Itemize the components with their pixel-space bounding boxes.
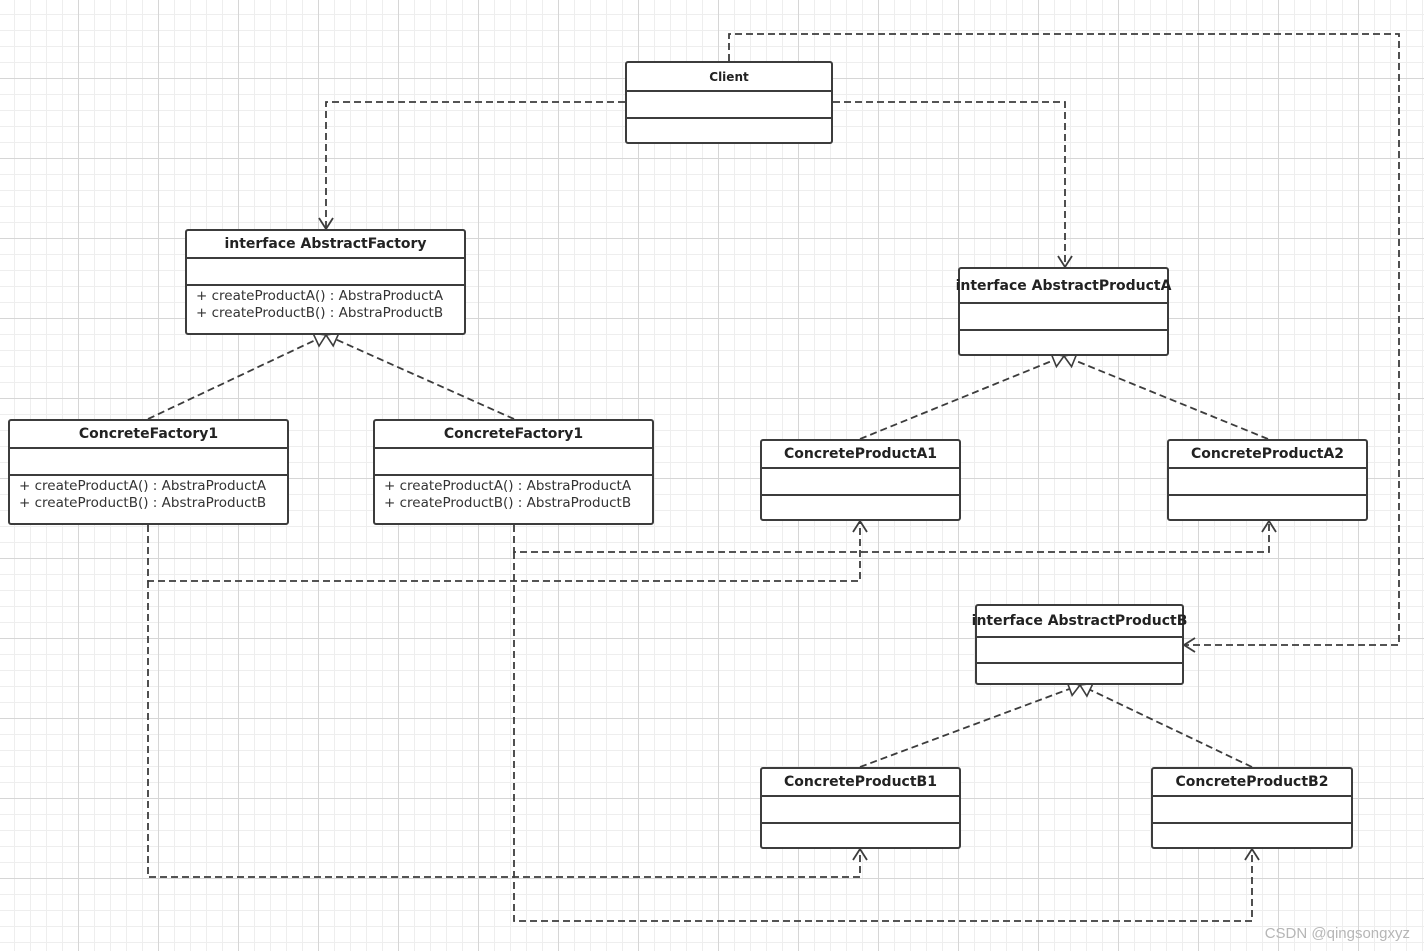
dependency-line: [147, 521, 861, 582]
dependency-line: [728, 33, 1400, 646]
class-fields: [762, 469, 959, 496]
dependency-line: [513, 552, 1253, 922]
class-abstract-product-b[interactable]: interface AbstractProductB: [972, 604, 1187, 685]
method-row: + createProductB() : AbstraProductB: [19, 495, 267, 511]
class-name: interface AbstractProductA: [956, 269, 1171, 304]
realization-line: [1088, 688, 1253, 768]
class-client[interactable]: Client: [625, 61, 833, 144]
class-methods: [960, 331, 1167, 354]
class-name: Client: [627, 63, 831, 92]
class-methods: + createProductA() : AbstraProductA+ cre…: [10, 476, 287, 523]
realization-line: [334, 338, 515, 420]
class-name: interface AbstractProductB: [972, 606, 1187, 638]
class-fields: [10, 449, 287, 476]
class-concrete-product-a2[interactable]: ConcreteProductA2: [1167, 439, 1368, 521]
realization-relation: [324, 332, 515, 420]
method-row: + createProductB() : AbstraProductB: [384, 495, 632, 511]
class-fields: [1169, 469, 1366, 496]
watermark: CSDN @qingsongxyz: [1264, 925, 1410, 942]
dependency-line: [513, 521, 1270, 553]
realization-line: [1072, 358, 1269, 440]
dependency-relation: [318, 101, 625, 231]
class-methods: + createProductA() : AbstraProductA+ cre…: [375, 476, 652, 523]
dependency-arrowhead: [1244, 847, 1260, 861]
class-fields: [762, 797, 959, 824]
class-fields: [960, 304, 1167, 331]
realization-relation: [859, 681, 1082, 768]
realization-line: [147, 338, 318, 420]
method-row: + createProductA() : AbstraProductA: [19, 478, 267, 494]
class-fields: [375, 449, 652, 476]
realization-relation: [1078, 682, 1253, 768]
class-name: interface AbstractFactory: [187, 231, 464, 259]
class-concrete-product-a1[interactable]: ConcreteProductA1: [760, 439, 961, 521]
realization-arrowhead: [324, 332, 341, 348]
class-name: ConcreteProductB2: [1153, 769, 1351, 797]
dependency-arrowhead: [852, 519, 868, 533]
realization-relation: [859, 352, 1066, 440]
dependency-relation: [728, 33, 1400, 653]
class-fields: [977, 638, 1182, 664]
realization-relation: [1062, 352, 1269, 440]
class-fields: [1153, 797, 1351, 824]
class-concrete-factory-right[interactable]: ConcreteFactory1 + createProductA() : Ab…: [373, 419, 654, 525]
realization-line: [859, 687, 1071, 768]
realization-relation: [147, 332, 328, 420]
class-fields: [627, 92, 831, 119]
class-methods: [1153, 824, 1351, 847]
class-name: ConcreteProductB1: [762, 769, 959, 797]
class-abstract-product-a[interactable]: interface AbstractProductA: [956, 267, 1171, 356]
realization-arrowhead: [311, 332, 328, 348]
class-methods: [627, 119, 831, 142]
dependency-arrowhead: [1182, 637, 1196, 653]
class-name: ConcreteFactory1: [10, 421, 287, 449]
class-methods: [762, 824, 959, 847]
class-concrete-product-b1[interactable]: ConcreteProductB1: [760, 767, 961, 849]
class-methods: + createProductA() : AbstraProductA+ cre…: [187, 286, 464, 333]
dependency-relation: [833, 101, 1073, 269]
dependency-relation: [513, 552, 1260, 922]
class-name: ConcreteProductA2: [1169, 441, 1366, 469]
dependency-line: [833, 101, 1066, 267]
dependency-arrowhead: [852, 847, 868, 861]
method-row: + createProductA() : AbstraProductA: [196, 288, 444, 304]
dependency-line: [325, 101, 625, 229]
dependency-relation: [147, 581, 868, 878]
dependency-relation: [513, 519, 1277, 553]
dependency-line: [147, 581, 861, 878]
class-fields: [187, 259, 464, 286]
realization-line: [859, 358, 1056, 440]
class-abstract-factory[interactable]: interface AbstractFactory + createProduc…: [185, 229, 466, 335]
class-name: ConcreteFactory1: [375, 421, 652, 449]
class-methods: [762, 496, 959, 519]
dependency-arrowhead: [1261, 519, 1277, 533]
class-methods: [977, 664, 1182, 683]
dependency-relation: [147, 519, 868, 582]
class-methods: [1169, 496, 1366, 519]
class-name: ConcreteProductA1: [762, 441, 959, 469]
method-row: + createProductB() : AbstraProductB: [196, 305, 444, 321]
class-concrete-factory-left[interactable]: ConcreteFactory1 + createProductA() : Ab…: [8, 419, 289, 525]
method-row: + createProductA() : AbstraProductA: [384, 478, 632, 494]
class-concrete-product-b2[interactable]: ConcreteProductB2: [1151, 767, 1353, 849]
